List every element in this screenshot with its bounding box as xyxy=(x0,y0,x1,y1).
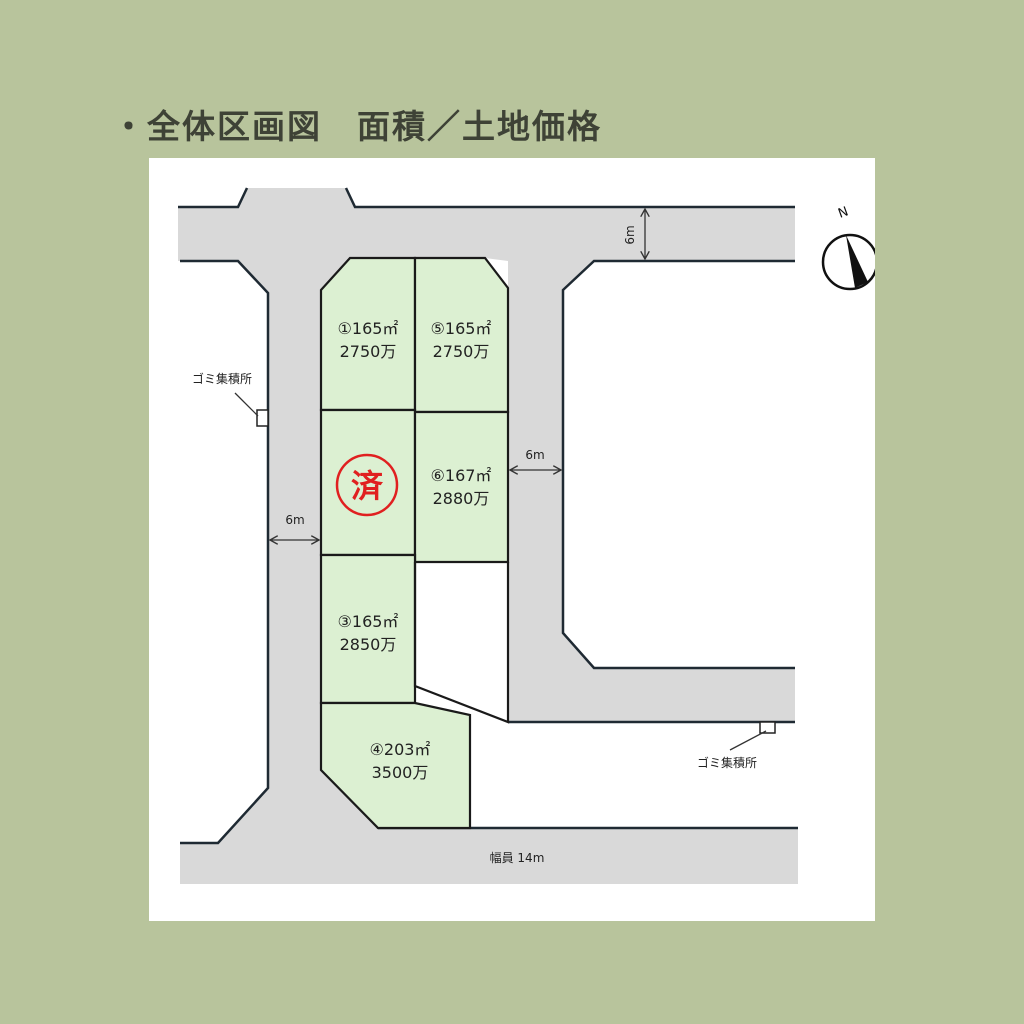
lot-3-area: ③165㎡ xyxy=(338,612,399,631)
lot-6-price: 2880万 xyxy=(433,489,490,508)
road-edge xyxy=(180,259,270,845)
top-road-width: 6m xyxy=(623,225,637,244)
left-road-width: 6m xyxy=(285,513,304,527)
leader-line xyxy=(729,730,767,751)
lot-1-area: ①165㎡ xyxy=(338,319,399,338)
sold-stamp: 済 xyxy=(351,467,384,505)
road-edge xyxy=(561,259,795,670)
lot-5-price: 2750万 xyxy=(433,342,490,361)
garbage-station-right xyxy=(759,721,776,734)
lot-4-price: 3500万 xyxy=(372,763,429,782)
lot-boundary xyxy=(413,562,510,724)
bottom-road-width: 幅員 14m xyxy=(490,850,545,865)
lot-6-area: ⑥167㎡ xyxy=(431,466,492,485)
lot-6[interactable] xyxy=(413,410,510,564)
north-compass-icon: N xyxy=(821,204,875,291)
lot-5[interactable] xyxy=(413,256,510,414)
lot-5-area: ⑤165㎡ xyxy=(431,319,492,338)
road-top xyxy=(178,188,798,884)
right-road-width: 6m xyxy=(525,448,544,462)
leader-line xyxy=(234,392,259,417)
lot-4-area: ④203㎡ xyxy=(370,740,431,759)
page-title: ・全体区画図 面積／土地価格 xyxy=(112,107,602,146)
compass-north-label: N xyxy=(836,204,850,221)
sold-stamp-circle xyxy=(335,453,399,517)
garbage-label-left: ゴミ集積所 xyxy=(192,371,252,386)
lot-4[interactable] xyxy=(319,701,472,830)
garbage-label-right: ゴミ集積所 xyxy=(697,755,757,770)
lot-3-price: 2850万 xyxy=(340,635,397,654)
road-edge xyxy=(178,187,795,209)
lot-1-price: 2750万 xyxy=(340,342,397,361)
garbage-station-left xyxy=(256,409,269,427)
